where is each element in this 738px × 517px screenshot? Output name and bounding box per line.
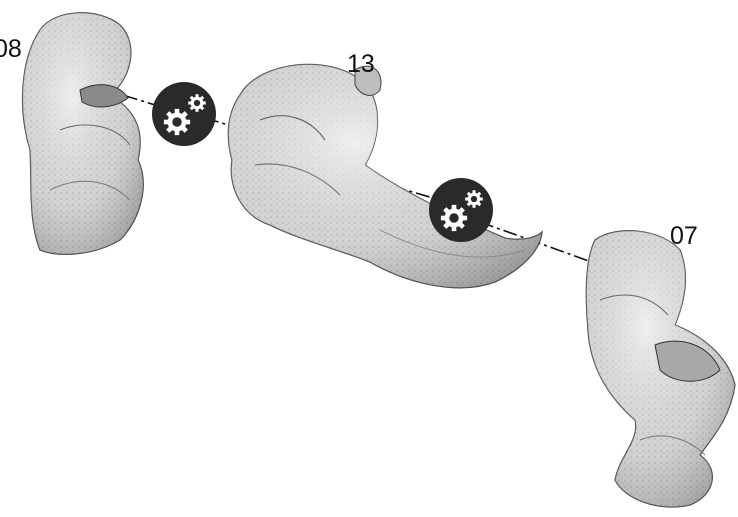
organ-right (586, 231, 735, 507)
gears-icon-right (429, 178, 493, 242)
gears-icon-left (152, 82, 216, 146)
label-center-organ: 13 (347, 50, 375, 78)
label-right-organ: 07 (670, 222, 698, 250)
organ-left (23, 13, 144, 255)
label-left-organ: 08 (0, 35, 22, 63)
organ-center (228, 64, 542, 287)
